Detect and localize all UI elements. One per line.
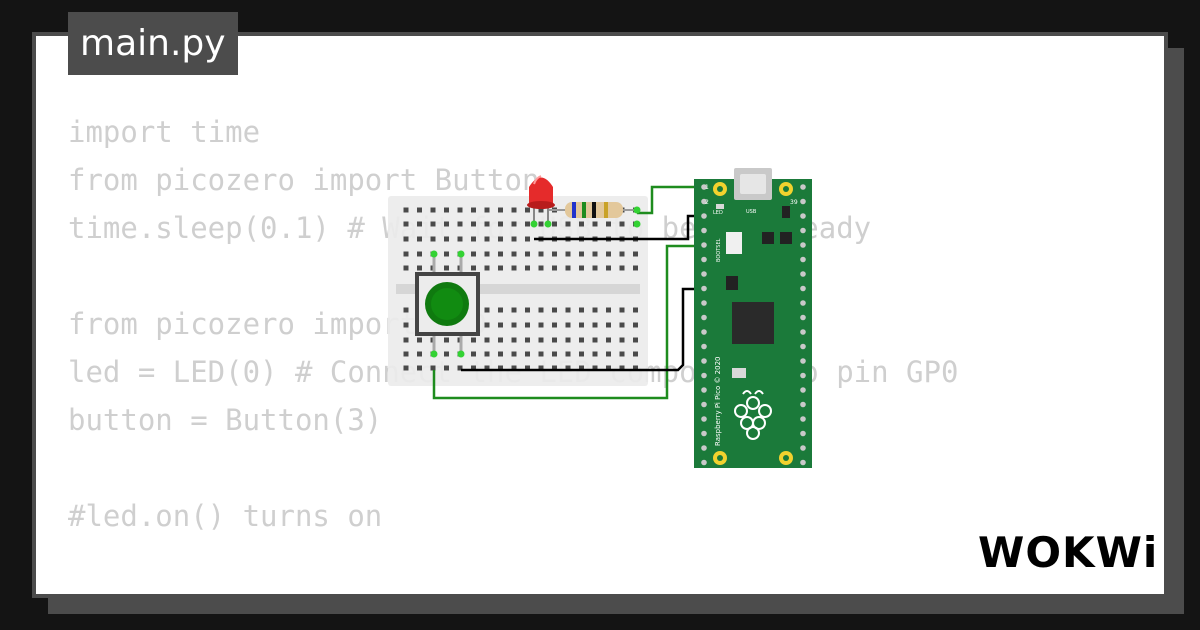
- code-line: import time: [68, 115, 261, 149]
- wire-black-2: [461, 287, 708, 372]
- wire-green-1: [637, 185, 708, 215]
- rp2040-chip: [732, 302, 774, 344]
- pushbutton[interactable]: [415, 254, 480, 354]
- svg-text:LED: LED: [713, 210, 723, 216]
- svg-text:1: 1: [705, 184, 709, 191]
- led-red[interactable]: [527, 175, 555, 224]
- connection-points: [430, 206, 641, 358]
- svg-text:Raspberry Pi Pico © 2020: Raspberry Pi Pico © 2020: [714, 357, 722, 447]
- raspberry-logo-icon: [734, 390, 772, 440]
- file-tab[interactable]: main.py: [68, 12, 238, 75]
- raspberry-pi-pico[interactable]: 1 2 39 LED USB BOOTSEL Raspberry Pi Pico…: [694, 168, 812, 468]
- svg-text:USB: USB: [746, 209, 757, 215]
- wires: [432, 185, 708, 400]
- svg-text:39: 39: [790, 199, 798, 206]
- code-line: from picozero import Button: [68, 163, 540, 197]
- code-line: #led.on() turns on: [68, 499, 383, 533]
- code-line: button = Button(3): [68, 403, 383, 437]
- svg-text:BOOTSEL: BOOTSEL: [716, 238, 722, 262]
- bootsel-button: [726, 232, 742, 254]
- wokwi-logo: WOKWi: [978, 528, 1159, 577]
- svg-text:2: 2: [705, 199, 709, 206]
- wire-green-2: [432, 244, 708, 400]
- resistor[interactable]: [548, 202, 637, 218]
